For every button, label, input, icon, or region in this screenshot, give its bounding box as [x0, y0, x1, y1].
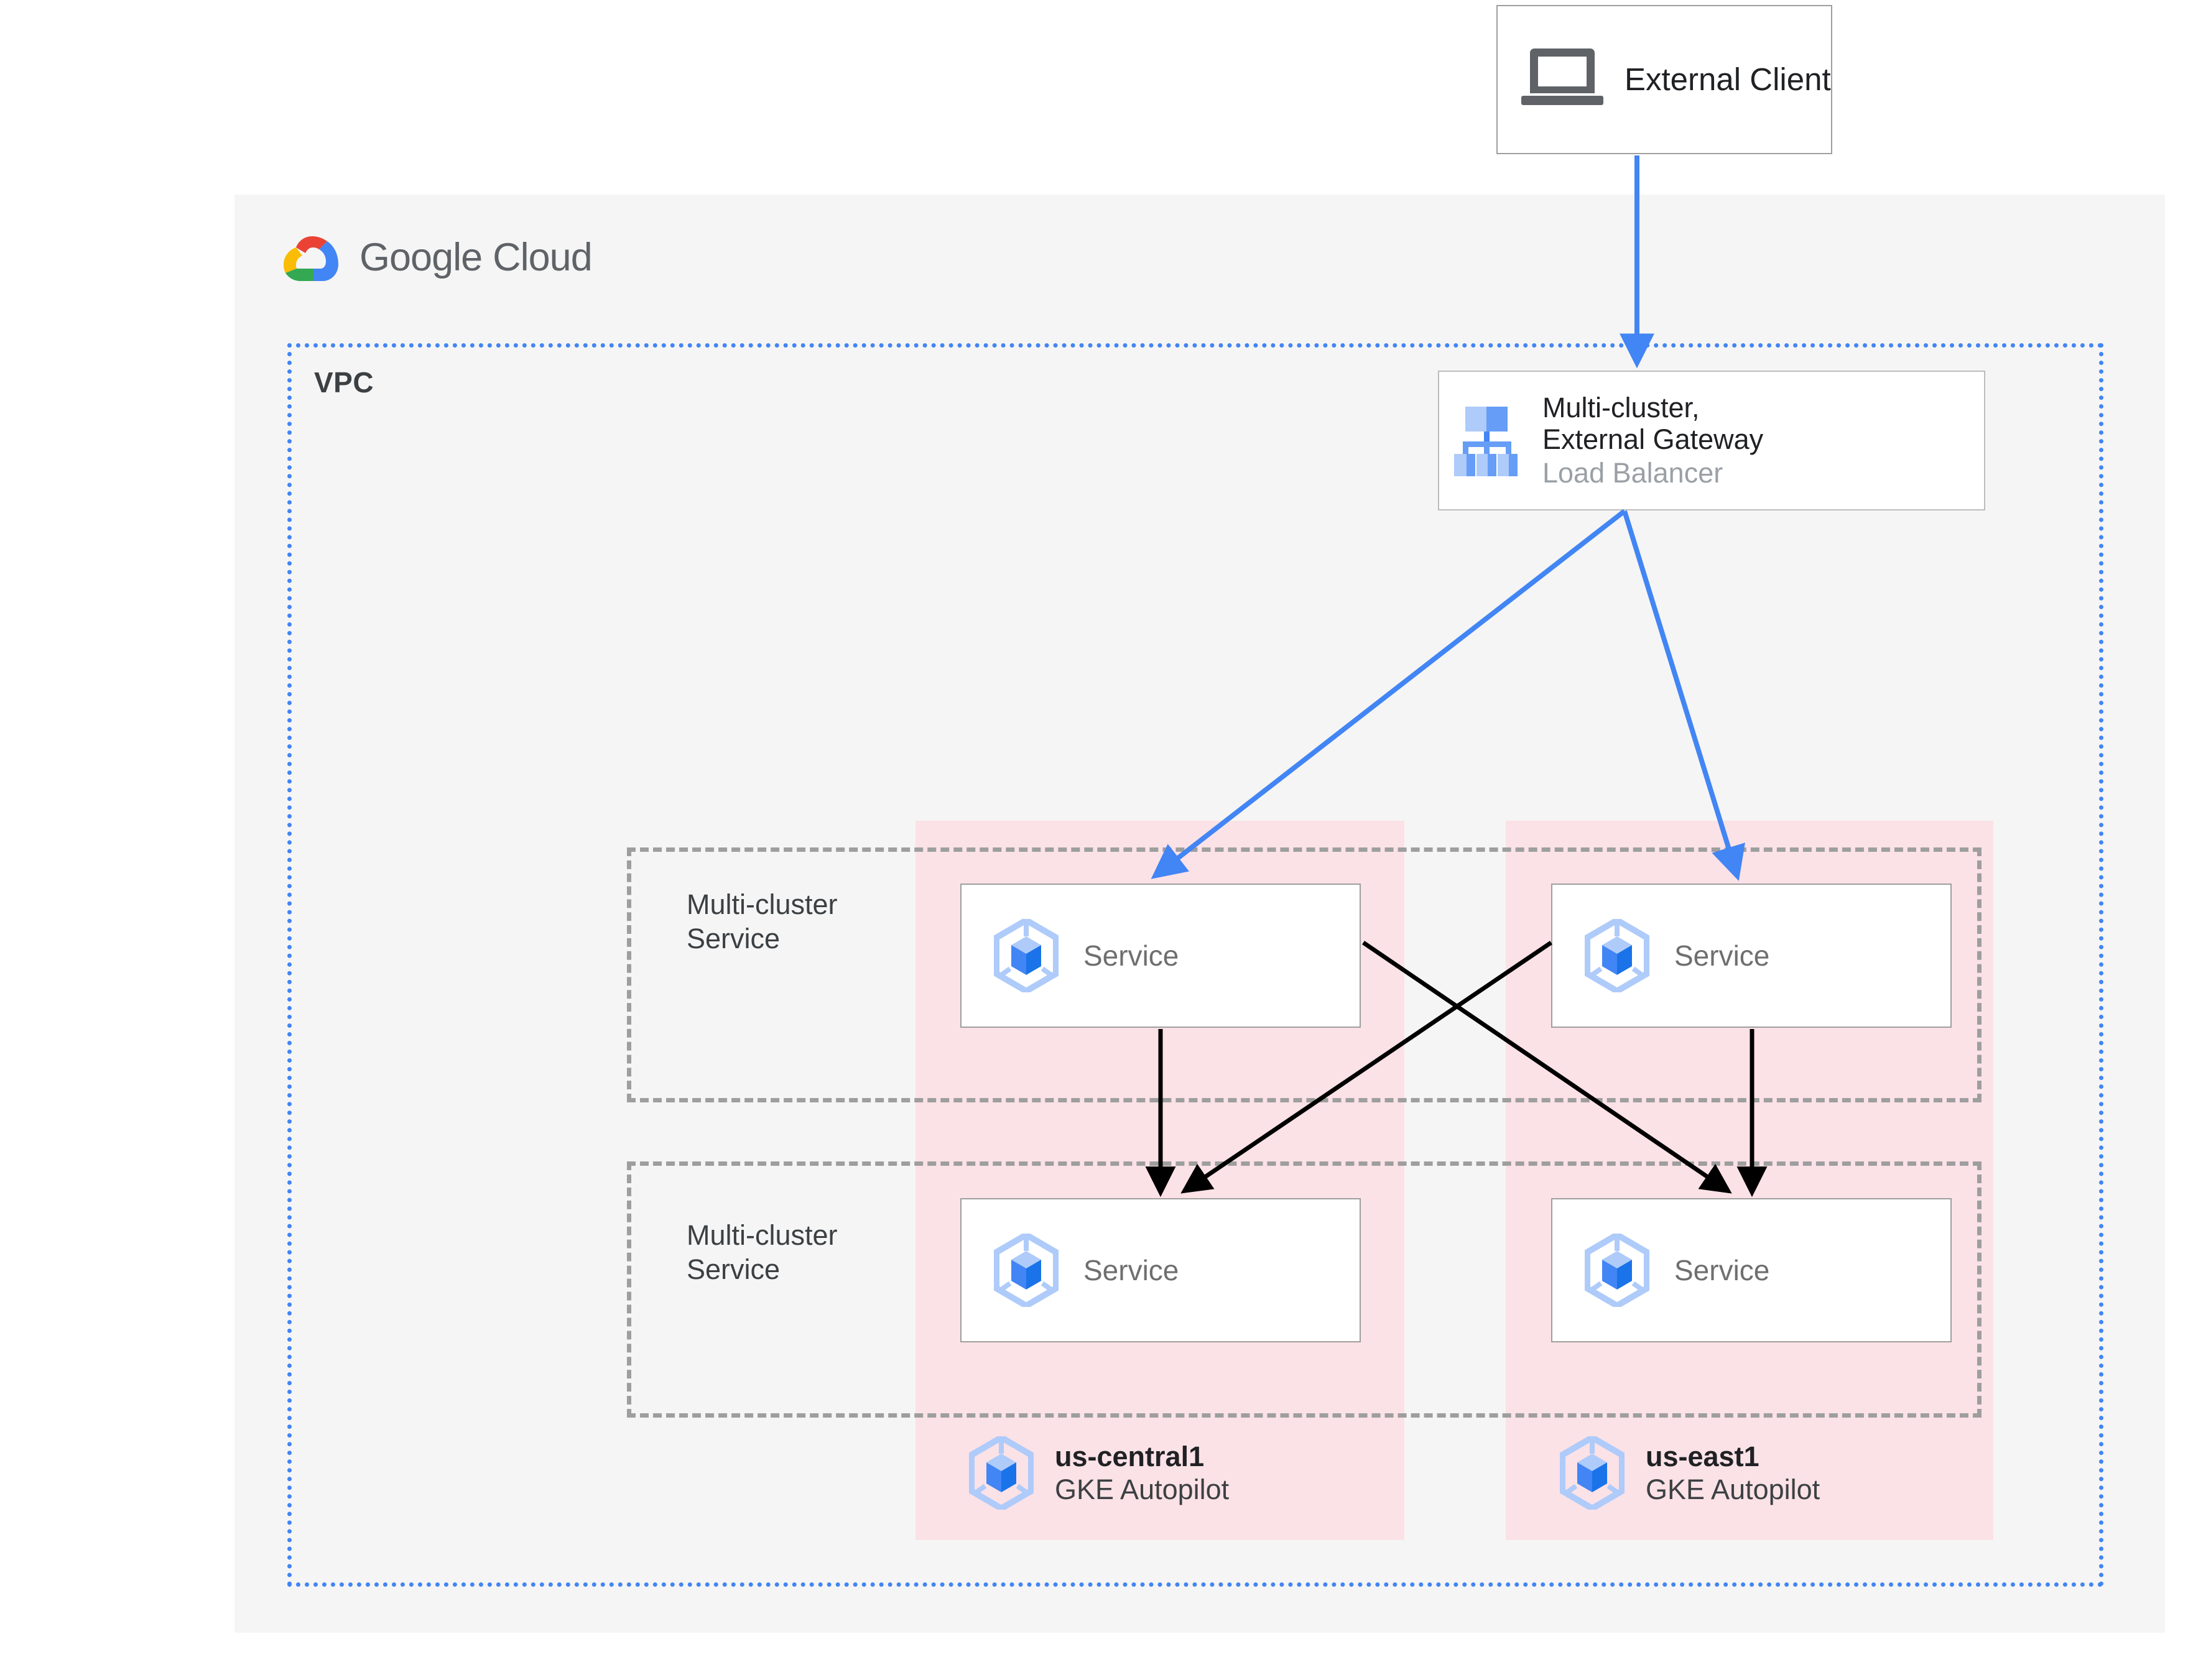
cluster-type-us-central1: GKE Autopilot — [1055, 1474, 1230, 1505]
multi-cluster-service-label-top: Multi-cluster Service — [687, 888, 838, 954]
cluster-footer-us-central1: us-central1 GKE Autopilot — [969, 1436, 1229, 1510]
external-client-label: External Client — [1625, 62, 1831, 98]
external-client-box[interactable]: External Client — [1496, 5, 1832, 154]
service-box-bottom-left[interactable]: Service — [960, 1198, 1361, 1342]
cluster-type-us-east1: GKE Autopilot — [1646, 1474, 1820, 1505]
service-box-top-right[interactable]: Service — [1551, 884, 1952, 1028]
service-label-top-left: Service — [1083, 939, 1179, 972]
vpc-boundary — [287, 343, 2103, 1587]
cluster-footer-us-east1: us-east1 GKE Autopilot — [1560, 1436, 1820, 1510]
cluster-name-us-east1: us-east1 — [1646, 1440, 1759, 1472]
service-label-bottom-right: Service — [1674, 1254, 1770, 1286]
service-label-bottom-left: Service — [1083, 1254, 1179, 1286]
gke-service-icon — [1585, 919, 1649, 992]
google-cloud-logo-icon — [284, 236, 338, 281]
brand-google-text: Google — [359, 236, 483, 279]
cluster-name-us-central1: us-central1 — [1055, 1440, 1205, 1472]
laptop-icon — [1521, 46, 1603, 113]
load-balancer-title: Multi-cluster, External Gateway — [1542, 391, 1764, 455]
service-box-bottom-right[interactable]: Service — [1551, 1198, 1952, 1342]
gke-service-icon — [994, 919, 1059, 992]
gke-service-icon — [1585, 1234, 1649, 1307]
gke-cluster-icon — [1560, 1436, 1625, 1510]
vpc-label: VPC — [314, 366, 374, 399]
load-balancer-hierarchy-icon — [1452, 403, 1527, 479]
service-label-top-right: Service — [1674, 939, 1770, 972]
google-cloud-branding: Google Cloud — [281, 233, 593, 282]
brand-cloud-text: Cloud — [493, 236, 593, 279]
multi-cluster-service-label-bottom: Multi-cluster Service — [687, 1219, 838, 1285]
gke-cluster-icon — [969, 1436, 1034, 1510]
service-box-top-left[interactable]: Service — [960, 884, 1361, 1028]
load-balancer-subtitle: Load Balancer — [1542, 457, 1723, 489]
load-balancer-box[interactable]: Multi-cluster, External Gateway Load Bal… — [1438, 371, 1985, 510]
gke-service-icon — [994, 1234, 1059, 1307]
